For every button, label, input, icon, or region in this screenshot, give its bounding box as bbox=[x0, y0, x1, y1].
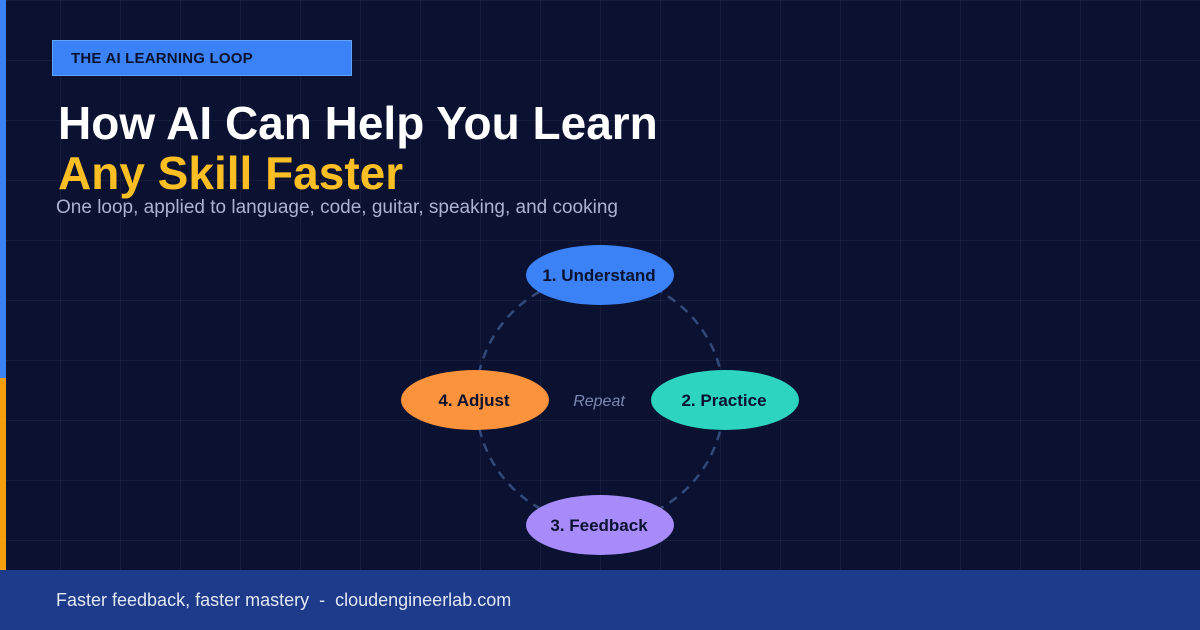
center-label-repeat: Repeat bbox=[573, 393, 625, 410]
node-feedback: 3. Feedback bbox=[526, 495, 674, 555]
left-accent-bar-orange bbox=[0, 378, 6, 570]
node-adjust: 4. Adjust bbox=[401, 370, 549, 430]
node-feedback-label: 3. Feedback bbox=[550, 516, 648, 535]
kicker-badge: THE AI LEARNING LOOP bbox=[52, 40, 352, 76]
node-understand-shape bbox=[526, 245, 674, 305]
node-feedback-shape bbox=[526, 495, 674, 555]
left-accent-bar-blue bbox=[0, 0, 6, 378]
node-practice-label: 2. Practice bbox=[681, 391, 766, 410]
footer-text: Faster feedback, faster mastery - cloude… bbox=[56, 590, 512, 610]
node-adjust-shape bbox=[401, 370, 549, 430]
node-understand-label: 1. Understand bbox=[542, 266, 655, 285]
footer-bar: Faster feedback, faster mastery - cloude… bbox=[0, 570, 1200, 630]
subtitle: One loop, applied to language, code, gui… bbox=[56, 197, 618, 218]
node-practice: 2. Practice bbox=[651, 370, 799, 430]
title-line-2: Any Skill Faster bbox=[58, 147, 404, 199]
node-understand: 1. Understand bbox=[526, 245, 674, 305]
node-adjust-label: 4. Adjust bbox=[438, 391, 509, 410]
title-line-1: How AI Can Help You Learn bbox=[58, 97, 658, 149]
node-practice-shape bbox=[651, 370, 799, 430]
